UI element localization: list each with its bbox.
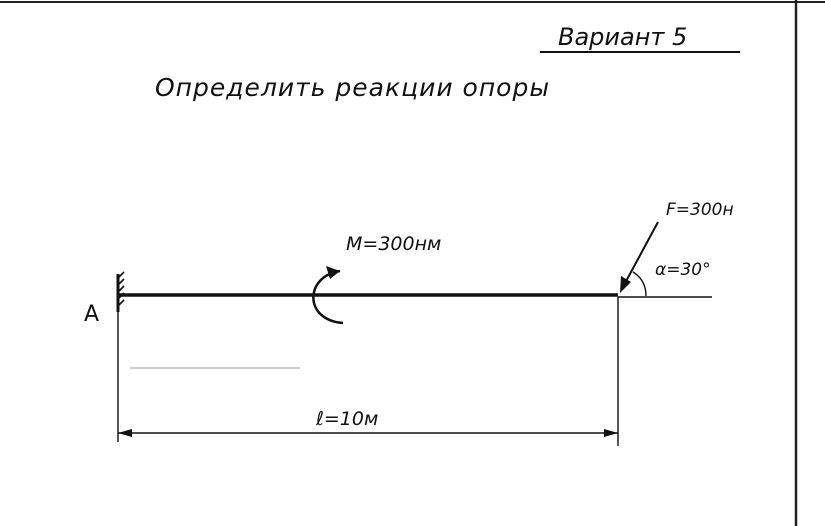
force-arrowhead (620, 276, 631, 293)
variant-label: Вариант 5 (558, 23, 687, 51)
moment-arc (312, 269, 344, 325)
moment-label: M=300нм (346, 233, 441, 255)
support-hatching (117, 271, 125, 307)
force-label: F=300н (666, 200, 734, 220)
angle-arc (632, 271, 647, 297)
dimension-arrow-left (118, 429, 132, 437)
angle-label: α=30° (655, 260, 711, 280)
dimension-arrow-right (604, 429, 618, 437)
support-label: A (84, 302, 99, 327)
moment-arrowhead (326, 266, 340, 279)
task-title: Определить реакции опоры (155, 73, 550, 102)
force-line (623, 221, 659, 286)
length-label: ℓ=10м (315, 408, 378, 430)
